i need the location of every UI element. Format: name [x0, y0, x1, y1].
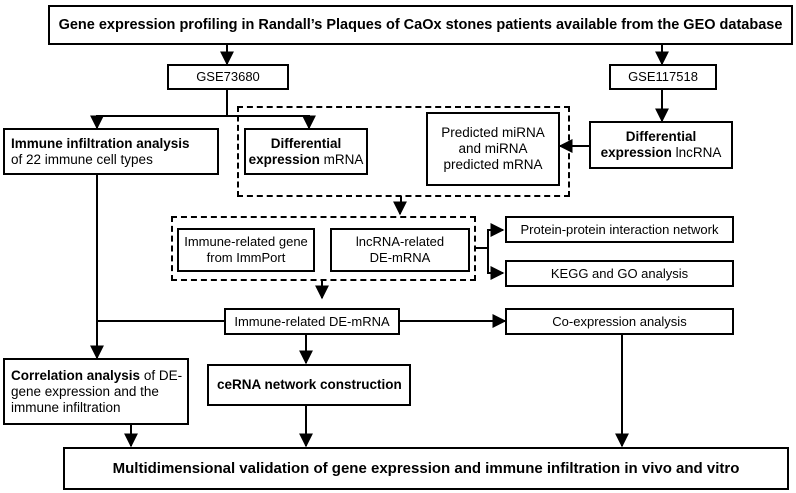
connector-lnc-de-branch — [476, 223, 505, 249]
node-cerna-network: ceRNA network construction — [207, 364, 411, 406]
connector-gse73680-to-diff-mrna — [227, 115, 316, 130]
node-predicted-mirna-line2: and miRNA — [458, 141, 528, 156]
node-differential-lncrna-bold1: Differential — [625, 129, 697, 144]
connector-lnc-de-to-kegg — [487, 248, 505, 280]
node-differential-mrna: Differential expression mRNA — [244, 128, 368, 175]
node-top-title: Gene expression profiling in Randall’s P… — [48, 5, 793, 45]
node-immport-gene: Immune-related gene from ImmPort — [177, 228, 315, 272]
node-kegg-go: KEGG and GO analysis — [505, 260, 734, 287]
node-immune-infiltration-bold: Immune infiltration analysis — [11, 135, 190, 151]
node-correlation-rest3: immune infiltration — [11, 399, 121, 415]
node-bottom-validation-text: Multidimensional validation of gene expr… — [112, 459, 740, 477]
node-ppi-network-text: Protein-protein interaction network — [520, 221, 719, 237]
node-immune-de-mrna: Immune-related DE-mRNA — [224, 308, 400, 335]
node-predicted-mirna-line3: predicted mRNA — [443, 157, 543, 172]
node-differential-mrna-bold: Differential expression — [248, 135, 342, 167]
node-differential-mrna-rest: mRNA — [319, 151, 364, 167]
dashed-group-immport-lnc — [171, 216, 476, 281]
node-immune-de-mrna-text: Immune-related DE-mRNA — [234, 313, 390, 329]
node-predicted-mirna: Predicted miRNA and miRNA predicted mRNA — [426, 112, 560, 186]
node-gse73680: GSE73680 — [167, 64, 289, 90]
dashed-group-mrna-mirna — [237, 106, 570, 197]
node-differential-lncrna: Differential expression lncRNA — [589, 121, 733, 169]
node-immune-infiltration: Immune infiltration analysis of 22 immun… — [3, 128, 219, 175]
node-ppi-network: Protein-protein interaction network — [505, 216, 734, 243]
node-lncrna-de-mrna-line1: lncRNA-related — [355, 234, 445, 249]
node-top-title-text: Gene expression profiling in Randall’s P… — [58, 17, 783, 33]
node-immport-gene-line2: from ImmPort — [206, 250, 286, 265]
node-bottom-validation: Multidimensional validation of gene expr… — [63, 447, 789, 490]
node-gse73680-text: GSE73680 — [196, 69, 260, 84]
node-differential-lncrna-rest: lncRNA — [671, 145, 722, 160]
node-lncrna-de-mrna: lncRNA-related DE-mRNA — [330, 228, 470, 272]
node-coexpression-text: Co-expression analysis — [552, 313, 687, 329]
node-correlation-rest1: of DE- — [140, 367, 183, 383]
node-gse117518-text: GSE117518 — [628, 69, 698, 84]
node-gse117518: GSE117518 — [609, 64, 717, 90]
node-cerna-network-text: ceRNA network construction — [217, 377, 402, 392]
node-correlation-bold: Correlation analysis — [11, 367, 141, 383]
node-coexpression: Co-expression analysis — [505, 308, 734, 335]
node-kegg-go-text: KEGG and GO analysis — [550, 265, 689, 281]
node-differential-lncrna-bold2: expression — [600, 145, 672, 160]
node-correlation-analysis: Correlation analysis of DE- gene express… — [3, 358, 189, 425]
node-correlation-rest2: gene expression and the — [11, 383, 159, 399]
node-lncrna-de-mrna-line2: DE-mRNA — [369, 250, 431, 265]
node-immune-infiltration-rest: of 22 immune cell types — [11, 151, 153, 167]
connector-gse73680-split — [90, 89, 228, 130]
connector-dash1-to-dash2 — [393, 196, 407, 216]
node-immport-gene-line1: Immune-related gene — [184, 234, 308, 249]
node-predicted-mirna-line1: Predicted miRNA — [441, 125, 545, 140]
